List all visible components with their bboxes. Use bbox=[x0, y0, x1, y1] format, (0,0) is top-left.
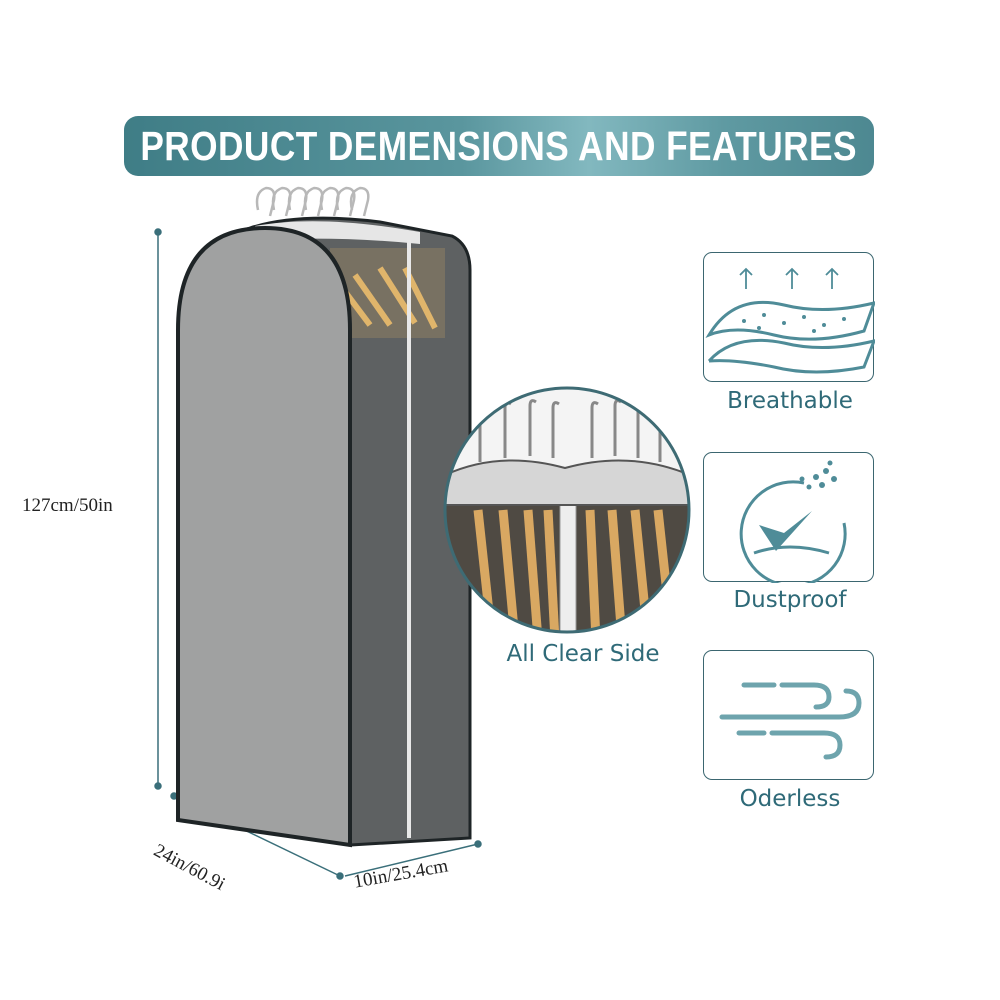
breathable-icon bbox=[703, 252, 875, 382]
feature-label-breathable: Breathable bbox=[727, 388, 853, 414]
title-banner: PRODUCT DEMENSIONS AND FEATURES bbox=[124, 116, 874, 176]
page-title: PRODUCT DEMENSIONS AND FEATURES bbox=[140, 122, 858, 169]
clear-side-label: All Clear Side bbox=[506, 641, 660, 667]
hangers-icon bbox=[255, 186, 370, 217]
feature-label-odorless: Oderless bbox=[739, 786, 841, 812]
clear-side-detail bbox=[443, 386, 691, 634]
garment-bag bbox=[176, 216, 472, 848]
height-label: 127cm/50in bbox=[22, 495, 113, 516]
dustproof-icon bbox=[703, 452, 874, 583]
feature-label-dustproof: Dustproof bbox=[733, 587, 847, 613]
odorless-icon bbox=[703, 650, 874, 780]
